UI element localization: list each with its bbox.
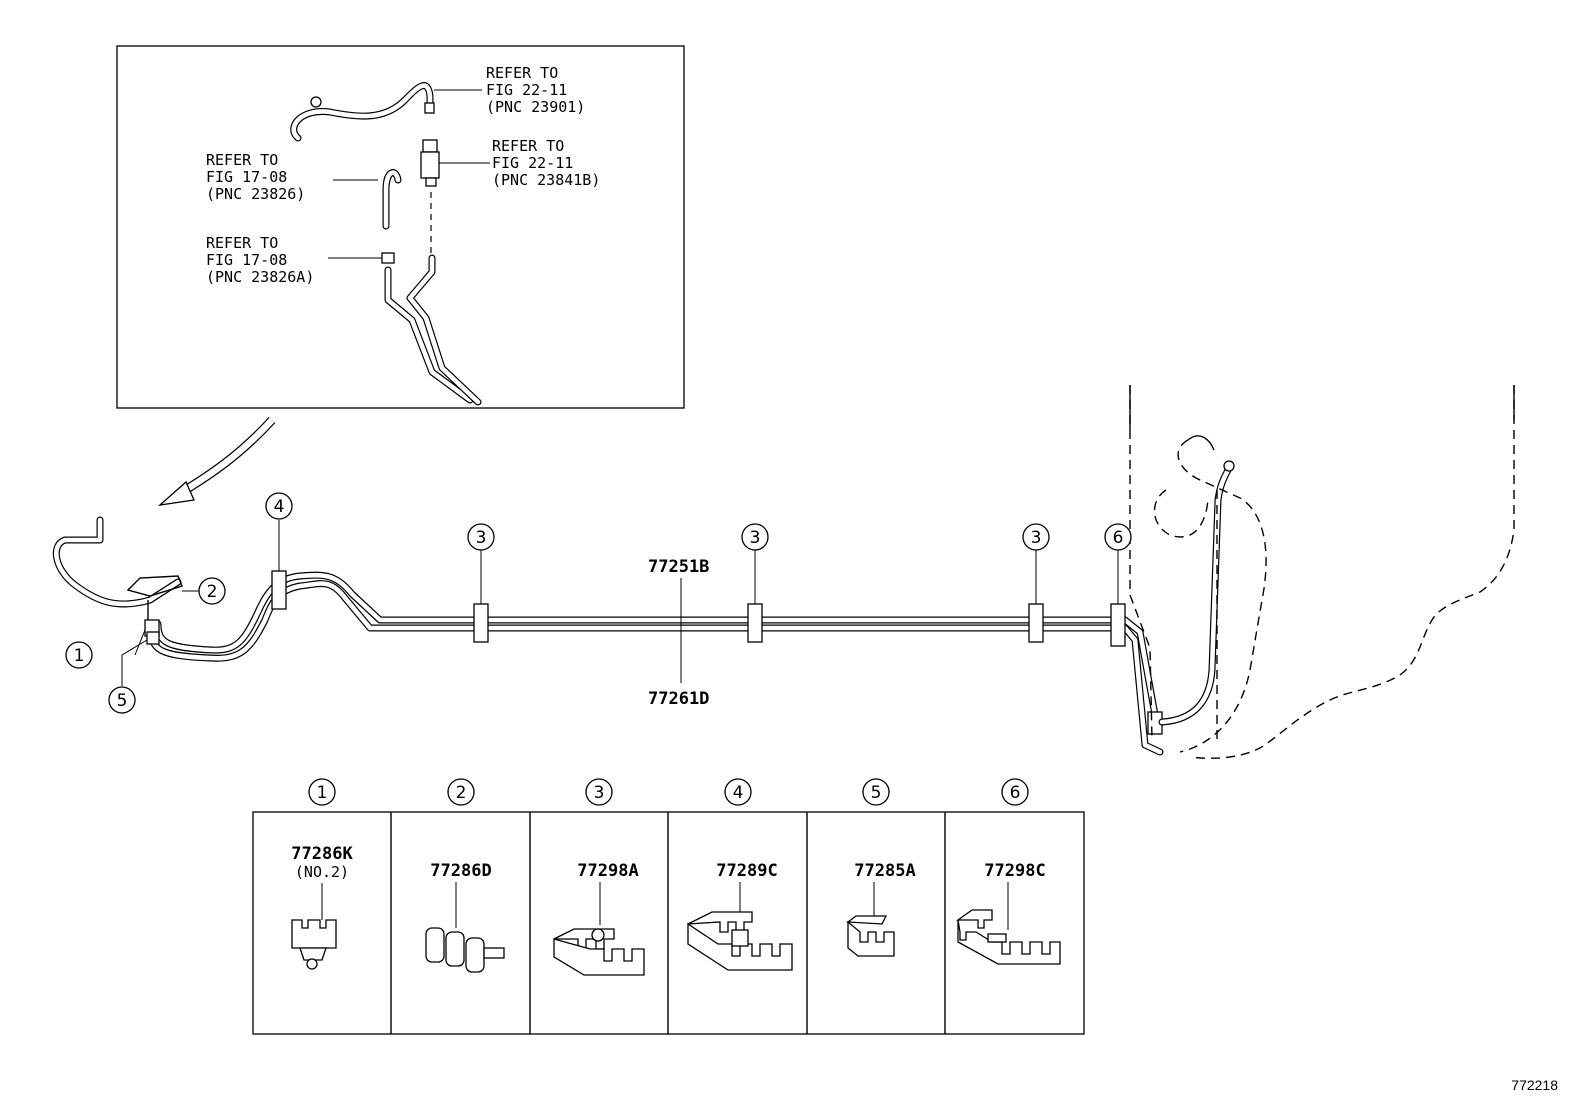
svg-text:REFER TO: REFER TO bbox=[206, 151, 278, 169]
legend-cell-4: 4 77289C bbox=[687, 778, 793, 971]
clip-5 bbox=[146, 631, 160, 645]
connector-23841b bbox=[420, 139, 440, 187]
callout-4: 4 bbox=[265, 492, 293, 520]
svg-text:2: 2 bbox=[207, 582, 218, 602]
legend-index: 5 bbox=[871, 783, 882, 803]
callout-3: 3 bbox=[1022, 523, 1050, 551]
svg-text:REFER TO: REFER TO bbox=[492, 137, 564, 155]
clip-4 bbox=[271, 570, 287, 610]
svg-text:FIG 22-11: FIG 22-11 bbox=[486, 81, 567, 99]
inset-detail: REFER TO FIG 22-11 (PNC 23901) REFER TO … bbox=[116, 45, 685, 409]
callouts: 4 3 3 3 6 2 1 5 bbox=[65, 492, 1132, 714]
callout-1: 1 bbox=[65, 641, 93, 669]
svg-text:FIG 17-08: FIG 17-08 bbox=[206, 251, 287, 269]
legend-index: 4 bbox=[733, 783, 744, 803]
detail-arrow bbox=[157, 416, 276, 506]
brake-tube-assembly bbox=[52, 385, 1515, 759]
legend-part-number: 77285A bbox=[854, 861, 915, 881]
legend-cell-5: 5 77285A bbox=[846, 778, 916, 957]
legend-index: 2 bbox=[456, 783, 467, 803]
clip-illustration bbox=[846, 915, 895, 957]
clip-illustration bbox=[687, 911, 793, 971]
ref-figure: FIG 22-11 bbox=[492, 154, 573, 172]
callout-3: 3 bbox=[741, 523, 769, 551]
svg-text:(PNC 23826): (PNC 23826) bbox=[206, 185, 305, 203]
ref-figure: FIG 17-08 bbox=[206, 168, 287, 186]
clip-illustration bbox=[425, 927, 505, 973]
svg-text:4: 4 bbox=[274, 497, 285, 517]
ref-pnc: (PNC 23826A) bbox=[206, 268, 314, 286]
ref-pnc: (PNC 23901) bbox=[486, 98, 585, 116]
clip-legend-table: 1 77286K (NO.2) 2 77286D bbox=[252, 778, 1085, 1035]
svg-text:(PNC 23901): (PNC 23901) bbox=[486, 98, 585, 116]
legend-cell-2: 2 77286D bbox=[425, 778, 505, 973]
legend-index: 6 bbox=[1010, 783, 1021, 803]
svg-text:5: 5 bbox=[117, 691, 128, 711]
svg-text:3: 3 bbox=[750, 528, 761, 548]
bracket bbox=[126, 575, 183, 597]
legend-cell-6: 6 77298C bbox=[955, 778, 1061, 965]
part-number-lower-tube: 77261D bbox=[648, 689, 709, 709]
ref-pnc: (PNC 23841B) bbox=[492, 171, 600, 189]
ref-label: REFER TO bbox=[206, 151, 278, 169]
svg-text:REFER TO: REFER TO bbox=[206, 234, 278, 252]
svg-text:REFER TO: REFER TO bbox=[486, 64, 558, 82]
hose-connector bbox=[424, 102, 435, 114]
svg-text:6: 6 bbox=[1113, 528, 1124, 548]
ref-label: REFER TO bbox=[492, 137, 564, 155]
svg-text:1: 1 bbox=[74, 646, 85, 666]
legend-index: 3 bbox=[594, 783, 605, 803]
legend-cell-3: 3 77298A bbox=[553, 778, 645, 976]
clip-illustration bbox=[553, 928, 645, 976]
legend-part-note: (NO.2) bbox=[295, 863, 349, 881]
svg-text:(PNC 23841B): (PNC 23841B) bbox=[492, 171, 600, 189]
svg-text:FIG 22-11: FIG 22-11 bbox=[492, 154, 573, 172]
legend-part-number: 77286D bbox=[430, 861, 491, 881]
ref-pnc: (PNC 23826) bbox=[206, 185, 305, 203]
clip-3c bbox=[1028, 603, 1044, 643]
callout-leaders bbox=[121, 520, 1119, 686]
clip-illustration bbox=[955, 909, 1061, 965]
svg-text:FIG 17-08: FIG 17-08 bbox=[206, 168, 287, 186]
clip-6 bbox=[1110, 603, 1126, 647]
part-number-upper-tube: 77251B bbox=[648, 557, 709, 577]
clip-3a bbox=[473, 603, 489, 643]
callout-3: 3 bbox=[467, 523, 495, 551]
callout-6: 6 bbox=[1104, 523, 1132, 551]
figure-number: 772218 bbox=[1511, 1077, 1558, 1093]
legend-index: 1 bbox=[317, 783, 328, 803]
callout-2: 2 bbox=[198, 577, 226, 605]
legend-part-number: 77298A bbox=[577, 861, 638, 881]
ref-label: REFER TO bbox=[486, 64, 558, 82]
callout-5: 5 bbox=[108, 686, 136, 714]
svg-text:3: 3 bbox=[476, 528, 487, 548]
suspension-outline bbox=[1129, 385, 1153, 741]
legend-part-number: 77286K bbox=[291, 844, 353, 864]
legend-part-number: 77298C bbox=[984, 861, 1045, 881]
legend-cell-1: 1 77286K (NO.2) bbox=[291, 778, 353, 970]
clip-23826a bbox=[381, 252, 395, 264]
tube-clips bbox=[144, 570, 1126, 647]
clip-illustration bbox=[291, 919, 337, 970]
svg-text:(PNC 23826A): (PNC 23826A) bbox=[206, 268, 314, 286]
hose-end-fitting bbox=[310, 96, 322, 108]
svg-text:3: 3 bbox=[1031, 528, 1042, 548]
clip-3b bbox=[747, 603, 763, 643]
legend-part-number: 77289C bbox=[716, 861, 777, 881]
ref-label: REFER TO bbox=[206, 234, 278, 252]
ref-figure: FIG 17-08 bbox=[206, 251, 287, 269]
ref-figure: FIG 22-11 bbox=[486, 81, 567, 99]
